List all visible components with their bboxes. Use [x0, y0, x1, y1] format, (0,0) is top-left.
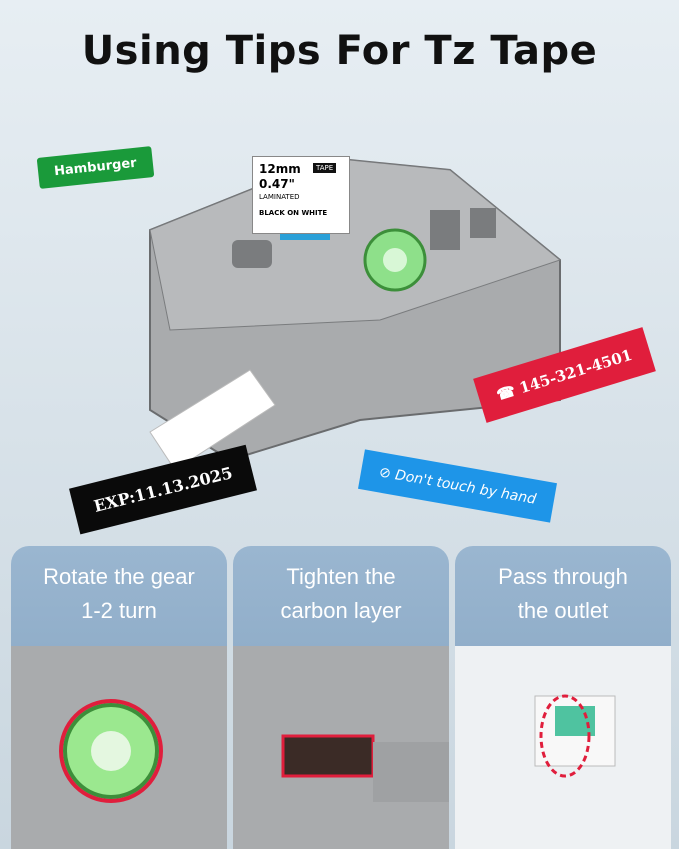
- panel-caption: Rotate the gear 1-2 turn: [11, 560, 227, 628]
- caption-line: carbon layer: [280, 598, 402, 623]
- cartridge-size: 12mm: [259, 162, 301, 176]
- cartridge-color: BLACK ON WHITE: [259, 209, 328, 217]
- rotate-arrow-icon: [59, 750, 163, 803]
- panel-tighten-carbon: Tighten the carbon layer: [233, 546, 449, 849]
- green-part: [555, 706, 595, 736]
- caption-line: Rotate the gear: [43, 564, 195, 589]
- caption-line: the outlet: [517, 598, 609, 623]
- panel-rotate-gear: Rotate the gear 1-2 turn: [11, 546, 227, 849]
- highlight-circle-icon: [539, 694, 591, 778]
- page-title: Using Tips For Tz Tape: [81, 28, 598, 74]
- carbon-illustration: [233, 646, 449, 849]
- gear-hole: [383, 248, 407, 272]
- cartridge-type: LAMINATED: [259, 193, 300, 201]
- gear-illustration: [11, 646, 227, 849]
- white-tape-strip: [149, 369, 276, 471]
- caption-line: Pass through: [498, 564, 628, 589]
- gear-hole: [91, 731, 131, 771]
- panel-caption: Tighten the carbon layer: [233, 560, 449, 628]
- cartridge-slot: [430, 210, 460, 250]
- panel-pass-outlet: Pass through the outlet: [455, 546, 671, 849]
- cartridge-edge: [373, 742, 449, 802]
- panel-caption: Pass through the outlet: [455, 560, 671, 628]
- cartridge-cutout: [232, 240, 272, 268]
- outlet-illustration: [455, 646, 671, 849]
- rotate-arrow-icon: [59, 699, 163, 752]
- cartridge-label: 12mm TAPE 0.47" LAMINATED BLACK ON WHITE: [252, 156, 350, 234]
- caption-line: 1-2 turn: [81, 598, 157, 623]
- cartridge-tag: TAPE: [313, 163, 337, 173]
- carbon-layer: [281, 734, 375, 778]
- cartridge-slot: [470, 208, 496, 238]
- cartridge-inch: 0.47": [259, 177, 295, 191]
- caption-line: Tighten the: [286, 564, 396, 589]
